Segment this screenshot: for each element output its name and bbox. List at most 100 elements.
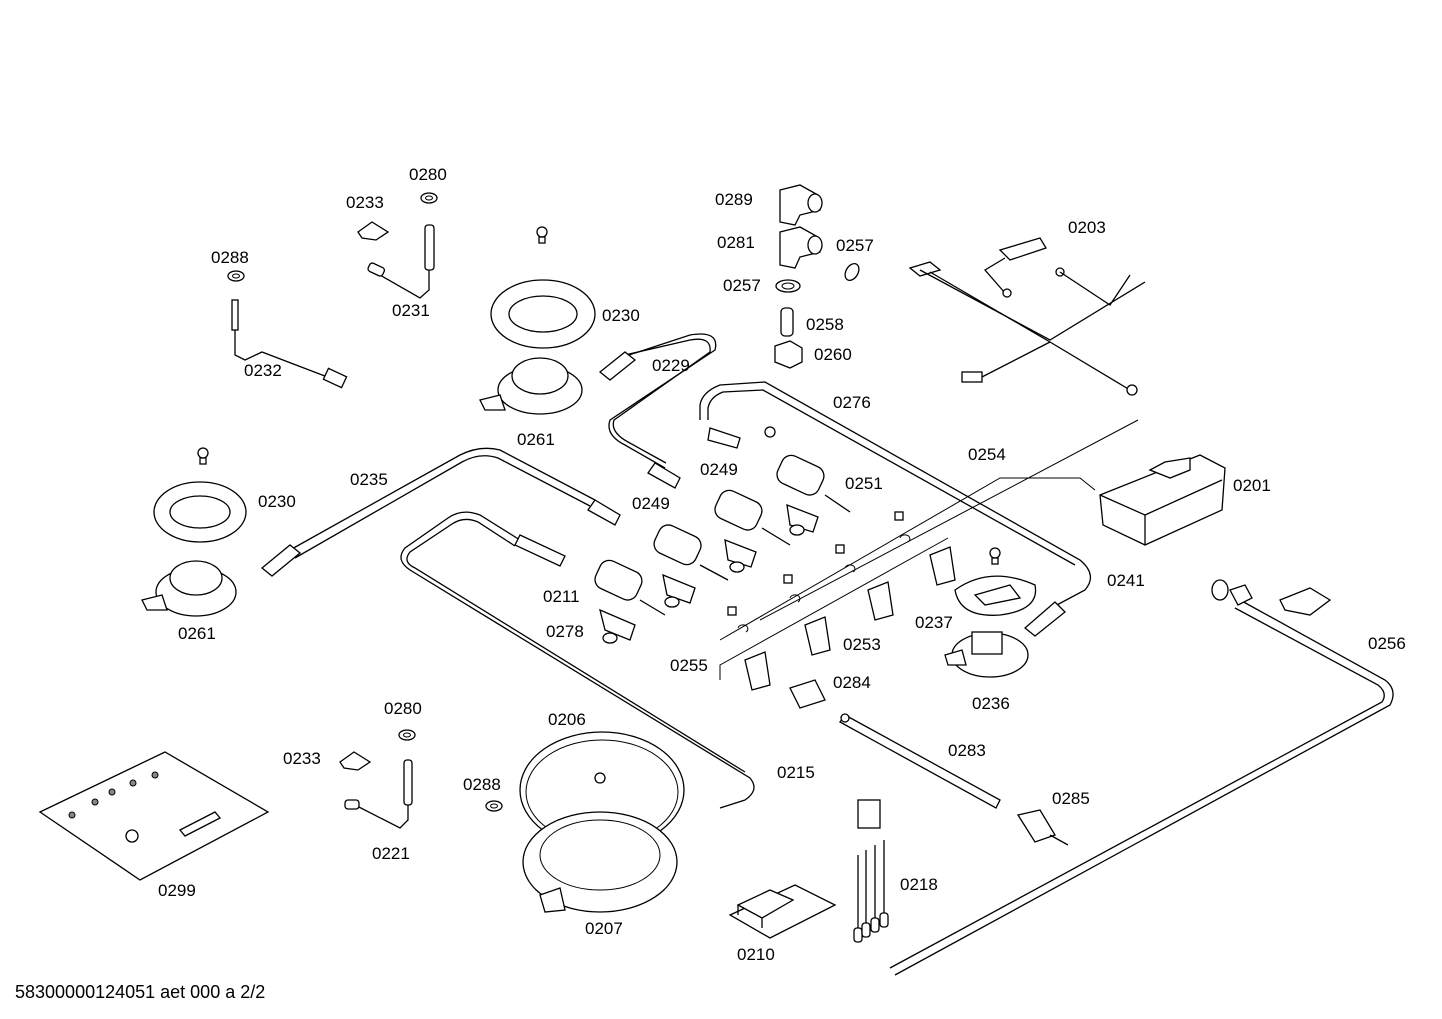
callout-0261: 0261 [517,430,555,449]
part-0235-pipe[interactable] [289,447,596,559]
callout-0249-b: 0249 [632,494,670,513]
callout-0285: 0285 [1052,789,1090,808]
callout-0256: 0256 [1368,634,1406,653]
callout-0236: 0236 [972,694,1010,713]
callout-0232: 0232 [244,361,282,380]
part-0280-washer-bottom[interactable] [398,729,416,741]
callout-0280-b: 0280 [384,699,422,718]
part-0260-nut[interactable] [774,340,803,369]
callout-0203: 0203 [1068,218,1106,237]
callout-0261-b: 0261 [178,624,216,643]
part-0215-pipe[interactable] [400,511,755,809]
part-screw-right[interactable] [989,547,1001,565]
part-nozzle-0235[interactable] [260,544,302,577]
part-0241-pipe[interactable] [699,381,1092,607]
callout-0284: 0284 [833,673,871,692]
part-0288-washer[interactable] [227,270,245,282]
part-0231-electrode[interactable] [367,224,435,299]
part-0256-pipe[interactable] [889,579,1394,976]
part-0288-washer-bottom[interactable] [485,800,503,812]
part-0281-elbow[interactable] [779,226,823,269]
callout-0257: 0257 [836,236,874,255]
part-0251-valve[interactable] [774,452,851,533]
callout-0251: 0251 [845,474,883,493]
part-screw-top[interactable] [536,226,548,244]
callout-0257-b: 0257 [723,276,761,295]
part-0257-washer-b[interactable] [775,279,801,293]
part-0285-knob-spindle[interactable] [1016,809,1069,846]
part-0232-thermocouple[interactable] [231,299,348,389]
part-0230-gasket-top[interactable] [490,279,596,349]
part-0229-pipe[interactable] [608,333,717,469]
part-nozzle-0215[interactable] [514,534,566,567]
callout-0215: 0215 [777,763,815,782]
callout-0221: 0221 [372,844,410,863]
wire-0201 [759,419,1139,621]
part-nozzle-0229[interactable] [598,351,637,381]
callout-0218: 0218 [900,875,938,894]
part-nozzle-0241[interactable] [1023,601,1066,637]
part-0237-gasket[interactable] [954,575,1037,616]
callout-0276: 0276 [833,393,871,412]
part-0230-gasket-left[interactable] [153,481,247,543]
part-nozzle-0249b[interactable] [647,462,681,489]
part-0221-electrode[interactable] [344,759,413,829]
part-0233-clip-bottom[interactable] [339,751,372,771]
part-0233-clip[interactable] [357,221,390,241]
callout-0289: 0289 [715,190,753,209]
leader-line-0201 [719,477,1096,641]
callout-0281: 0281 [717,233,755,252]
part-0284-sleeve[interactable] [789,679,826,709]
part-nozzle-0249a[interactable] [587,499,621,526]
part-0207-burner-base[interactable] [522,811,678,913]
callout-0201: 0201 [1233,476,1271,495]
part-0280-washer[interactable] [420,192,438,204]
part-0254-springs[interactable] [727,511,904,616]
callout-0230: 0230 [602,306,640,325]
part-valve-caps[interactable] [664,524,805,608]
callout-0258: 0258 [806,315,844,334]
callout-0235: 0235 [350,470,388,489]
callout-0237: 0237 [915,613,953,632]
part-0203-wiring-harness[interactable] [908,237,1146,396]
callout-0210: 0210 [737,945,775,964]
callout-0211: 0211 [543,587,580,606]
part-0261-burner-top[interactable] [479,357,583,415]
part-0289-elbow[interactable] [779,184,823,226]
callout-0230-b: 0230 [258,492,296,511]
part-0278-cap[interactable] [602,632,618,644]
part-0276-nozzle[interactable] [707,426,776,449]
part-0261-burner-left[interactable] [141,560,237,617]
callout-0233-b: 0233 [283,749,321,768]
callout-0249: 0249 [700,460,738,479]
callout-0229: 0229 [652,356,690,375]
part-0299-hardware-bag[interactable] [38,751,270,881]
part-0211-valve[interactable] [592,557,666,641]
part-0218-wiring[interactable] [853,799,889,943]
callout-0206: 0206 [548,710,586,729]
callout-0278: 0278 [546,622,584,641]
part-screw-left[interactable] [197,447,209,465]
part-0253-microswitches[interactable] [719,537,956,691]
callout-0207: 0207 [585,919,623,938]
part-0283-shaft[interactable] [839,713,1001,809]
callout-0288-b: 0288 [463,775,501,794]
part-0249-valve-a[interactable] [651,522,729,604]
part-0249-valve-b[interactable] [712,487,791,568]
part-0236-burner[interactable] [944,631,1029,678]
callout-0283: 0283 [948,741,986,760]
part-0258-pin[interactable] [780,307,794,337]
part-0255-clips[interactable] [737,534,911,633]
callout-0241: 0241 [1107,571,1145,590]
part-0210-control-board[interactable] [728,884,837,939]
callout-0254: 0254 [968,445,1006,464]
part-0201-ignition-module[interactable] [1099,454,1226,546]
callout-0299: 0299 [158,881,196,900]
part-0257-washer-a[interactable] [842,261,861,283]
callout-0280: 0280 [409,165,447,184]
callout-0255: 0255 [670,656,708,675]
callout-0253: 0253 [843,635,881,654]
callout-0288: 0288 [211,248,249,267]
drawing-number: 58300000124051 aet 000 a 2/2 [15,982,266,1002]
